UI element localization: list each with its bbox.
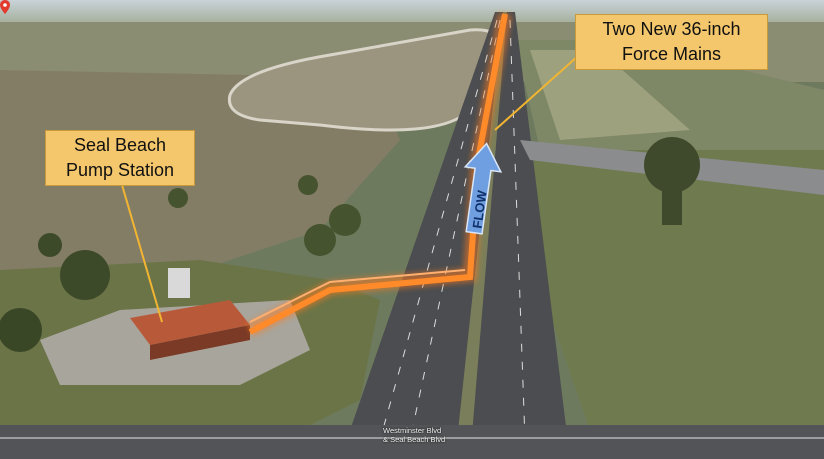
boulevard [340,12,570,459]
force-mains-leader [494,55,579,131]
tree [644,137,700,193]
tree [60,250,110,300]
flow-path [248,13,508,335]
flow-label: FLOW [469,189,489,230]
median [455,12,507,459]
tree [298,175,318,195]
crop-field [530,50,690,140]
flow-arrow-icon [463,142,503,235]
callout-pump-station-line1: Seal Beach [73,135,167,155]
tree [168,188,188,208]
cross-street [0,425,824,459]
callout-force-mains-line1: Two New 36-inch [602,19,741,39]
pump-tank [168,268,190,298]
tree [304,224,336,256]
callout-force-mains-line2: Force Mains [621,44,722,64]
pump-station-roof [130,300,250,345]
location-pin-icon [0,0,10,14]
callout-pump-station-line2: Pump Station [65,160,175,180]
tree [38,233,62,257]
map-location-label: Westminster Blvd & Seal Beach Blvd [383,426,445,444]
map-label-line2: & Seal Beach Blvd [383,435,446,444]
field-right [520,150,824,459]
field-left [0,70,400,290]
tree [0,308,42,352]
tree [329,204,361,236]
map-label-line1: Westminster Blvd [383,426,442,435]
callout-pump-station: Seal Beach Pump Station [45,130,195,186]
pump-station-wall [150,325,250,360]
pump-station-leader [119,177,163,323]
callout-force-mains: Two New 36-inch Force Mains [575,14,768,70]
